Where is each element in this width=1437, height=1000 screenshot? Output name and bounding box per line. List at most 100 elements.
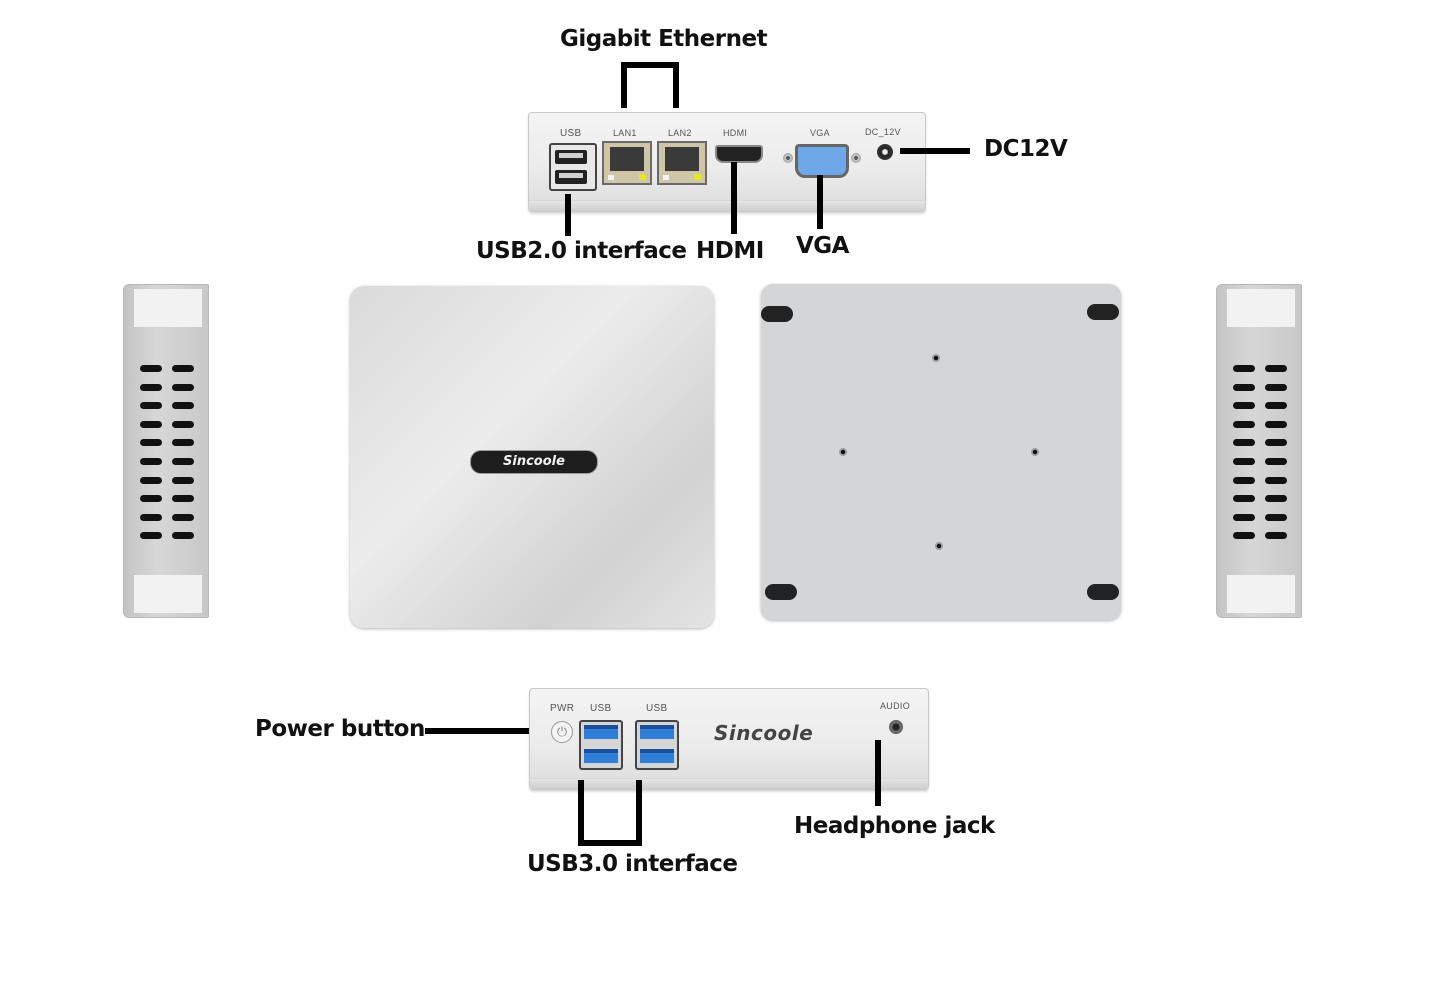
usb2-port [555, 170, 587, 184]
rubber-foot [765, 584, 797, 600]
vent-slot [1265, 532, 1287, 540]
rear-label-lan1: LAN1 [613, 128, 637, 138]
front-brand-logo: Sincoole [714, 721, 814, 745]
vent-slot [1233, 458, 1255, 465]
lan2-port [657, 141, 707, 185]
rear-label-usb: USB [560, 128, 582, 139]
front-label-usb-a: USB [590, 703, 612, 714]
right-side-view [1216, 284, 1302, 618]
vent-slot [140, 383, 162, 391]
front-label-usb-b: USB [646, 703, 668, 714]
side-cap-bottom [134, 575, 202, 613]
leader-line-dc12v [900, 148, 970, 154]
lan1-led-link [608, 175, 614, 180]
usb3-port-stack-b [635, 720, 679, 770]
vent-slot [1233, 420, 1255, 428]
usb3-port [584, 749, 618, 763]
vent-slot [172, 420, 194, 428]
top-view: Sincoole [350, 286, 714, 628]
vent-slot [140, 365, 162, 372]
power-icon[interactable]: ⏻ [551, 721, 573, 743]
vent-slot [172, 439, 194, 447]
leader-line-ethernet-top [621, 62, 679, 68]
callout-vga: VGA [796, 233, 849, 259]
vent-slot [1233, 439, 1255, 447]
vent-slot [172, 532, 194, 540]
side-cap-top [1227, 289, 1295, 327]
rubber-foot [1087, 304, 1119, 320]
leader-line-usb3-right [636, 780, 642, 844]
rear-label-lan2: LAN2 [668, 128, 692, 138]
front-panel-edge [530, 778, 928, 789]
rubber-foot [1087, 584, 1119, 600]
rear-panel-edge [529, 200, 925, 211]
vesa-mount-hole [935, 542, 943, 550]
rear-label-dc: DC_12V [865, 127, 901, 137]
vent-slot [1265, 420, 1287, 428]
vga-screw-right [851, 153, 861, 163]
vent-slot [1265, 513, 1287, 521]
callout-headphone-jack: Headphone jack [794, 813, 995, 839]
lan1-led-activity [639, 174, 646, 180]
lan1-port [602, 141, 652, 185]
rear-panel: USB LAN1 LAN2 HDMI VGA DC_12V [528, 112, 926, 212]
lan2-socket [665, 147, 699, 171]
bottom-view [761, 284, 1121, 620]
vent-slot [1233, 383, 1255, 391]
front-label-audio: AUDIO [880, 701, 911, 711]
vent-slot [140, 532, 162, 540]
vent-slot [1233, 476, 1255, 484]
rear-label-vga: VGA [810, 128, 830, 138]
front-panel: PWR USB USB AUDIO ⏻ Sincoole [529, 688, 929, 790]
vent-slot [1265, 402, 1287, 410]
vent-slot [1265, 495, 1287, 503]
vesa-mount-hole [839, 448, 847, 456]
vent-slot [1265, 439, 1287, 447]
leader-line-usb3-left [578, 780, 584, 844]
leader-line-headphone [875, 740, 881, 806]
side-cap-bottom [1227, 575, 1295, 613]
leader-line-lan1 [621, 62, 627, 108]
callout-power-button: Power button [255, 716, 425, 742]
lan2-led-activity [694, 174, 701, 180]
lan2-led-link [663, 175, 669, 180]
callout-usb3: USB3.0 interface [527, 851, 738, 877]
vent-slot [172, 383, 194, 391]
vent-slot [1265, 476, 1287, 484]
left-side-view [123, 284, 209, 618]
vent-slot [1265, 365, 1287, 372]
vesa-mount-hole [1031, 448, 1039, 456]
vent-slot [140, 476, 162, 484]
vent-slot [172, 458, 194, 465]
callout-hdmi: HDMI [696, 238, 764, 264]
rubber-foot [761, 306, 793, 322]
callout-dc12v: DC12V [984, 136, 1068, 162]
dc-power-jack [877, 144, 893, 160]
vga-screw-left [783, 153, 793, 163]
usb3-port [584, 725, 618, 739]
vent-slot [172, 513, 194, 521]
lan1-socket [610, 147, 644, 171]
vent-slot [172, 476, 194, 484]
vesa-mount-hole [932, 354, 940, 362]
vent-slot [1233, 402, 1255, 410]
leader-line-vga [817, 175, 823, 229]
vent-slot [140, 495, 162, 503]
vent-slot [1233, 365, 1255, 372]
usb3-port [640, 725, 674, 739]
rear-label-hdmi: HDMI [723, 128, 748, 138]
vent-slot [1233, 532, 1255, 540]
usb3-port [640, 749, 674, 763]
vent-slot [172, 495, 194, 503]
leader-line-usb2 [565, 194, 571, 236]
vent-slot [1233, 495, 1255, 503]
callout-gigabit-ethernet: Gigabit Ethernet [560, 26, 768, 52]
vent-slot [140, 513, 162, 521]
vent-slot [140, 402, 162, 410]
vent-slot [140, 420, 162, 428]
vent-slot [1265, 383, 1287, 391]
side-cap-top [134, 289, 202, 327]
audio-jack [889, 720, 903, 734]
leader-line-usb3-bottom [578, 840, 642, 846]
brand-badge: Sincoole [470, 450, 598, 474]
